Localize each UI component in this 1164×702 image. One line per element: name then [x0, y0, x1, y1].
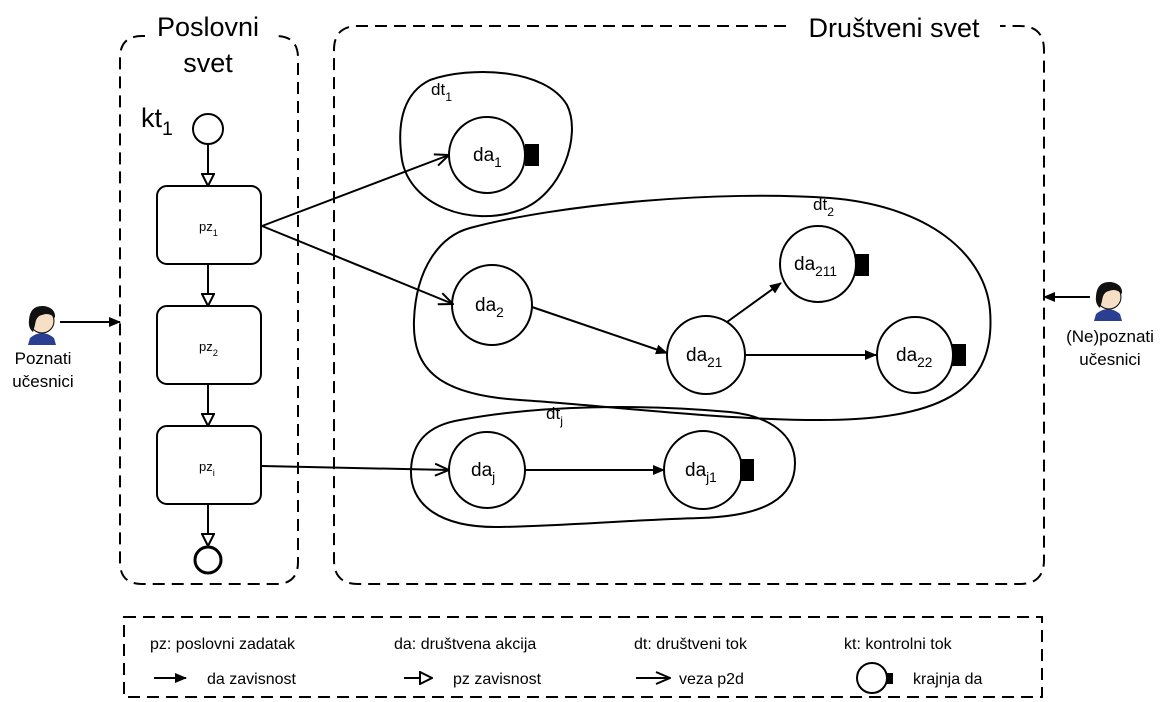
dependency-da21-da211 — [726, 282, 782, 323]
legend-end-action-marker — [886, 673, 893, 684]
business-task-pz2-label: pz2 — [199, 339, 218, 358]
dependency-da2-da21 — [531, 306, 668, 355]
known-participant-icon — [28, 305, 56, 345]
social-action-da2-label: da2 — [475, 295, 504, 320]
social-flow-dtj-outline — [409, 406, 797, 529]
social-world-title: Društveni svet — [808, 13, 980, 43]
legend-end-action-icon — [856, 662, 888, 694]
social-flow-dt2-outline — [412, 194, 992, 422]
legend-frame — [123, 616, 1043, 698]
unknown-participant-label-2: učesnici — [1079, 350, 1140, 369]
business-task-pzi-label: pzi — [199, 459, 215, 478]
social-action-da211-label: da211 — [794, 254, 837, 279]
legend-da-dependency: da zavisnost — [207, 671, 296, 688]
social-action-da22-label: da22 — [896, 345, 932, 370]
unknown-participant-icon — [1094, 281, 1123, 321]
legend-def-da: da: društvena akcija — [394, 636, 536, 653]
end-marker-da22 — [952, 344, 966, 366]
legend-p2d-link: veza p2d — [679, 671, 744, 688]
social-flow-dt1-label: dt1 — [431, 80, 452, 104]
p2d-link-pz1-da1 — [261, 155, 449, 227]
control-flow-label: kt1 — [141, 103, 173, 140]
business-task-pz1-label: pz1 — [199, 219, 218, 238]
unknown-participant-label: (Ne)poznati — [1066, 327, 1154, 346]
p2d-link-pzi-daj — [261, 466, 449, 470]
business-world-title: Poslovni — [157, 12, 259, 42]
social-flow-dt1-outline — [399, 71, 573, 218]
legend-def-pz: pz: poslovni zadatak — [150, 636, 296, 653]
end-marker-da211 — [855, 254, 869, 276]
end-event — [193, 545, 223, 575]
social-action-daj-label: daj — [471, 460, 495, 485]
end-marker-daj1 — [740, 459, 754, 481]
legend-pz-dependency: pz zavisnost — [453, 671, 542, 688]
social-action-da21-label: da21 — [686, 345, 722, 370]
social-action-da1-label: da1 — [473, 145, 502, 170]
social-world-frame — [333, 25, 1045, 585]
legend-def-kt: kt: kontrolni tok — [844, 636, 953, 653]
social-action-daj1-label: daj1 — [685, 460, 717, 485]
known-participant-label-2: učesnici — [12, 372, 73, 391]
business-world-title-2: svet — [183, 48, 233, 78]
legend-end-action: krajnja da — [913, 671, 982, 688]
end-marker-da1 — [525, 144, 539, 166]
legend-def-dt: dt: društveni tok — [634, 636, 748, 653]
known-participant-label: Poznati — [15, 349, 72, 368]
business-world-frame — [119, 35, 299, 585]
start-event — [192, 113, 224, 145]
social-flow-dtj-label: dtj — [546, 404, 563, 428]
p2d-link-pz1-da2 — [261, 225, 453, 304]
